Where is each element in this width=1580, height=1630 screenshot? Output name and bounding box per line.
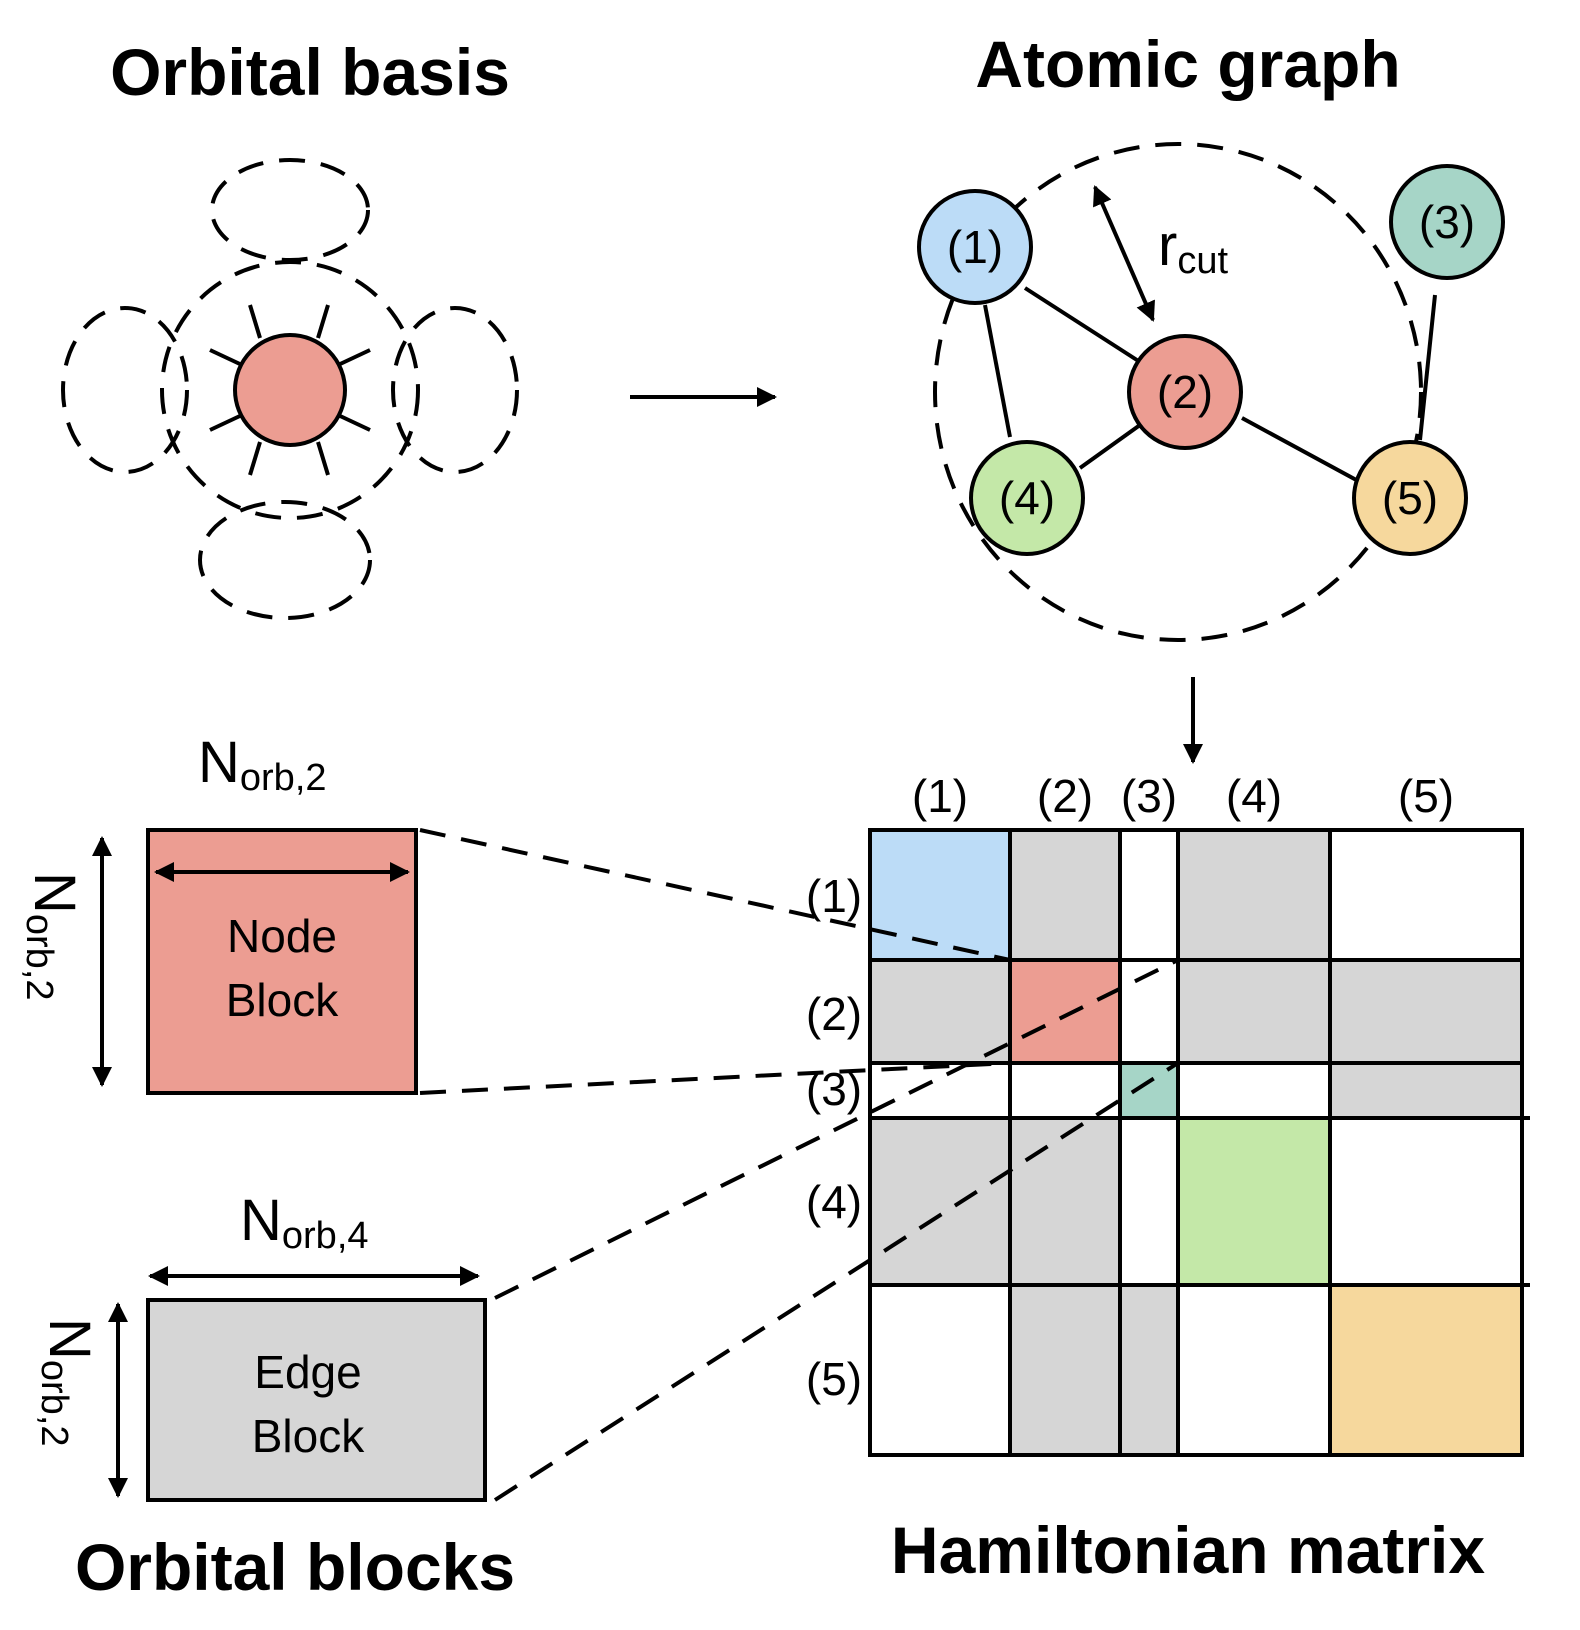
- edge-block: Edge Block Norb,4 Norb,2: [33, 1188, 487, 1502]
- orbital-lobe-top: [210, 158, 370, 262]
- edge-3-5: [1418, 294, 1437, 441]
- matrix-col-label-3: (3): [1121, 770, 1177, 822]
- orbital-shell: [160, 260, 420, 520]
- block-1-4: [1178, 830, 1330, 960]
- node-block-height-label: Norb,2: [18, 872, 87, 1001]
- graph-edges: [983, 286, 1437, 484]
- block-5-5: [1330, 1285, 1522, 1455]
- atomic-graph: rcut (1) (2) (3) (4) (5): [917, 142, 1505, 642]
- block-4-4: [1178, 1118, 1330, 1285]
- graph-node-3-circle: [1389, 164, 1505, 280]
- block-3-3: [1120, 1063, 1178, 1118]
- node-block-width-label: Norb,2: [198, 730, 327, 799]
- projection-edge-top: [494, 958, 1179, 1300]
- projection-node-bottom: [419, 1061, 1011, 1095]
- block-2-1: [870, 960, 1010, 1063]
- projection-lines: [419, 828, 1180, 1502]
- graph-node-2: (2): [1127, 334, 1243, 450]
- edge-block-width-label: Norb,4: [240, 1188, 369, 1257]
- highlight-node-block: [1008, 958, 1122, 1065]
- matrix-col-label-2: (2): [1037, 770, 1093, 822]
- graph-node-2-label: (2): [1157, 366, 1213, 418]
- graph-node-3: (3): [1389, 164, 1505, 280]
- orbital-lobe-right: [391, 306, 519, 474]
- node-block-label-line2: Block: [226, 974, 339, 1026]
- block-4-1: [870, 1118, 1010, 1285]
- cutoff-circle: [933, 142, 1423, 642]
- block-5-2: [1010, 1285, 1120, 1455]
- graph-node-1-circle: [917, 189, 1033, 305]
- matrix-col-label-4: (4): [1226, 770, 1282, 822]
- block-2-5: [1330, 960, 1522, 1063]
- graph-node-3-label: (3): [1419, 196, 1475, 248]
- edge-1-4: [983, 304, 1012, 438]
- edge-1-2: [1023, 286, 1142, 364]
- projection-edge-bottom: [493, 1061, 1180, 1502]
- matrix-row-label-1: (1): [806, 870, 862, 922]
- matrix-border: [868, 828, 1524, 1457]
- block-4-2: [1010, 1118, 1120, 1285]
- atom-nucleus: [233, 333, 347, 447]
- orbital-basis-illustration: [61, 158, 519, 620]
- orbital-lobe-left: [61, 306, 189, 474]
- block-1-1: [870, 830, 1010, 960]
- orbital-lobe-bottom: [198, 500, 372, 620]
- cutoff-radius-label: rcut: [1158, 213, 1228, 282]
- graph-node-4-circle: [969, 440, 1085, 556]
- orbital-spokes: [209, 304, 371, 476]
- edge-blocks: [870, 830, 1522, 1455]
- graph-node-5-circle: [1352, 440, 1468, 556]
- edge-block-height-label: Norb,2: [33, 1318, 102, 1447]
- node-block: Node Block Norb,2 Norb,2: [18, 730, 418, 1095]
- edge-block-label-line1: Edge: [254, 1346, 361, 1398]
- title-orbital-blocks: Orbital blocks: [75, 1530, 515, 1604]
- graph-node-4-label: (4): [999, 472, 1055, 524]
- matrix-col-label-1: (1): [912, 770, 968, 822]
- graph-node-4: (4): [969, 440, 1085, 556]
- title-atomic-graph: Atomic graph: [975, 27, 1400, 101]
- edge-block-rect: [146, 1298, 487, 1502]
- hamiltonian-matrix: (1) (2) (3) (4) (5) (1) (2) (3) (4) (5): [806, 770, 1530, 1457]
- graph-node-5-label: (5): [1382, 472, 1438, 524]
- edge-2-4: [1078, 423, 1142, 470]
- block-1-2: [1010, 830, 1120, 960]
- highlight-edge-block: [1176, 958, 1332, 1065]
- graph-node-1: (1): [917, 189, 1033, 305]
- graph-node-1-label: (1): [947, 221, 1003, 273]
- edge-block-label-line2: Block: [252, 1410, 365, 1462]
- matrix-row-label-2: (2): [806, 988, 862, 1040]
- node-blocks: [870, 830, 1522, 1455]
- edge-2-5: [1241, 416, 1361, 484]
- matrix-row-label-4: (4): [806, 1176, 862, 1228]
- node-block-label-line1: Node: [227, 910, 337, 962]
- block-5-3: [1120, 1285, 1178, 1455]
- graph-node-5: (5): [1352, 440, 1468, 556]
- title-orbital-basis: Orbital basis: [110, 35, 510, 109]
- matrix-row-label-5: (5): [806, 1353, 862, 1405]
- projection-node-top: [419, 828, 1011, 962]
- matrix-col-label-5: (5): [1398, 770, 1454, 822]
- block-3-5: [1330, 1063, 1522, 1118]
- graph-node-2-circle: [1127, 334, 1243, 450]
- block-2-2: [1010, 960, 1120, 1063]
- title-hamiltonian-matrix: Hamiltonian matrix: [891, 1513, 1485, 1587]
- cutoff-radius-arrow: [1093, 185, 1155, 322]
- block-2-4: [1178, 960, 1330, 1063]
